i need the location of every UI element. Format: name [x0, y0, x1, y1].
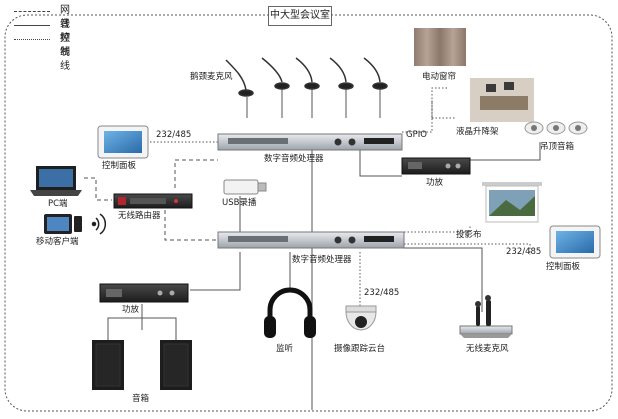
label-usb: USB录播 [222, 198, 257, 208]
control-panel-right [549, 225, 601, 259]
label-amp-top: 功放 [426, 178, 444, 188]
dsp-amp-top [359, 150, 402, 177]
wifi-icon [91, 213, 107, 235]
legend-label: 音频线 [60, 19, 70, 58]
projector-screen [482, 182, 542, 223]
legend-label: 网线 [60, 5, 70, 30]
label-control-panel-right: 控制面板 [546, 262, 581, 272]
dsp-bottom-device [217, 231, 405, 249]
mic-lines [246, 88, 381, 118]
pc-router [84, 177, 112, 201]
label-headphone: 监听 [276, 344, 294, 354]
label-port-camera: 232/485 [364, 288, 400, 298]
curtain-image [414, 28, 466, 66]
control-panel-left [97, 125, 149, 159]
label-amp-bottom: 功放 [122, 305, 140, 315]
dsp-top-device [217, 133, 403, 151]
camera-device [345, 305, 377, 331]
label-router: 无线路由器 [118, 211, 161, 221]
amp-speakers [107, 304, 177, 340]
speakers [92, 340, 192, 390]
legend-line-dashed [14, 11, 50, 12]
amp-bottom-device [99, 283, 189, 303]
label-projector: 投影布 [456, 230, 482, 240]
pc-laptop [30, 166, 82, 196]
amp-top-device [401, 157, 471, 175]
page-title: 中大型会议室 [268, 6, 332, 26]
label-port-right: 232/485 [506, 247, 542, 257]
router-device [113, 193, 193, 209]
legend-line-solid [14, 25, 50, 26]
label-wireless-mic: 无线麦克风 [466, 344, 509, 354]
legend-line-dotted [14, 39, 50, 40]
mobile-device [44, 214, 82, 234]
label-gpio: GPIO [406, 130, 427, 140]
router-dsp-top [174, 159, 218, 188]
label-mobile: 移动客户端 [36, 237, 79, 247]
label-gooseneck-mic: 鹅颈麦克风 [190, 72, 233, 82]
label-ceiling-speaker: 吊顶音箱 [540, 142, 575, 152]
gooseneck-mics [225, 57, 388, 97]
label-dsp-bottom: 数字音频处理器 [292, 255, 352, 265]
gpio-control [402, 87, 456, 133]
amp-ceiling [470, 142, 541, 161]
router-dsp [164, 210, 218, 241]
connection-lines [84, 87, 541, 410]
label-lcd-lift: 液晶升降架 [456, 127, 499, 137]
legend-label: 控制线 [60, 33, 70, 72]
ceiling-speakers [524, 121, 588, 135]
dsp-wireless [404, 247, 483, 312]
headphone-device [264, 287, 316, 338]
wireless-mic-device [459, 295, 513, 338]
usb-drive [223, 179, 267, 195]
label-port-left: 232/485 [156, 130, 192, 140]
label-dsp-top: 数字音频处理器 [264, 154, 324, 164]
dsp-amp-bottom [190, 252, 241, 291]
label-pc: PC端 [48, 199, 68, 209]
label-control-panel-left: 控制面板 [102, 161, 137, 171]
lcd-lift-image [470, 78, 534, 122]
label-curtain: 电动窗帘 [422, 72, 457, 82]
dsp-panel-right [404, 243, 531, 255]
label-camera: 摄像跟踪云台 [334, 344, 386, 354]
dsp-projector [404, 226, 471, 233]
label-speaker: 音箱 [132, 394, 150, 404]
